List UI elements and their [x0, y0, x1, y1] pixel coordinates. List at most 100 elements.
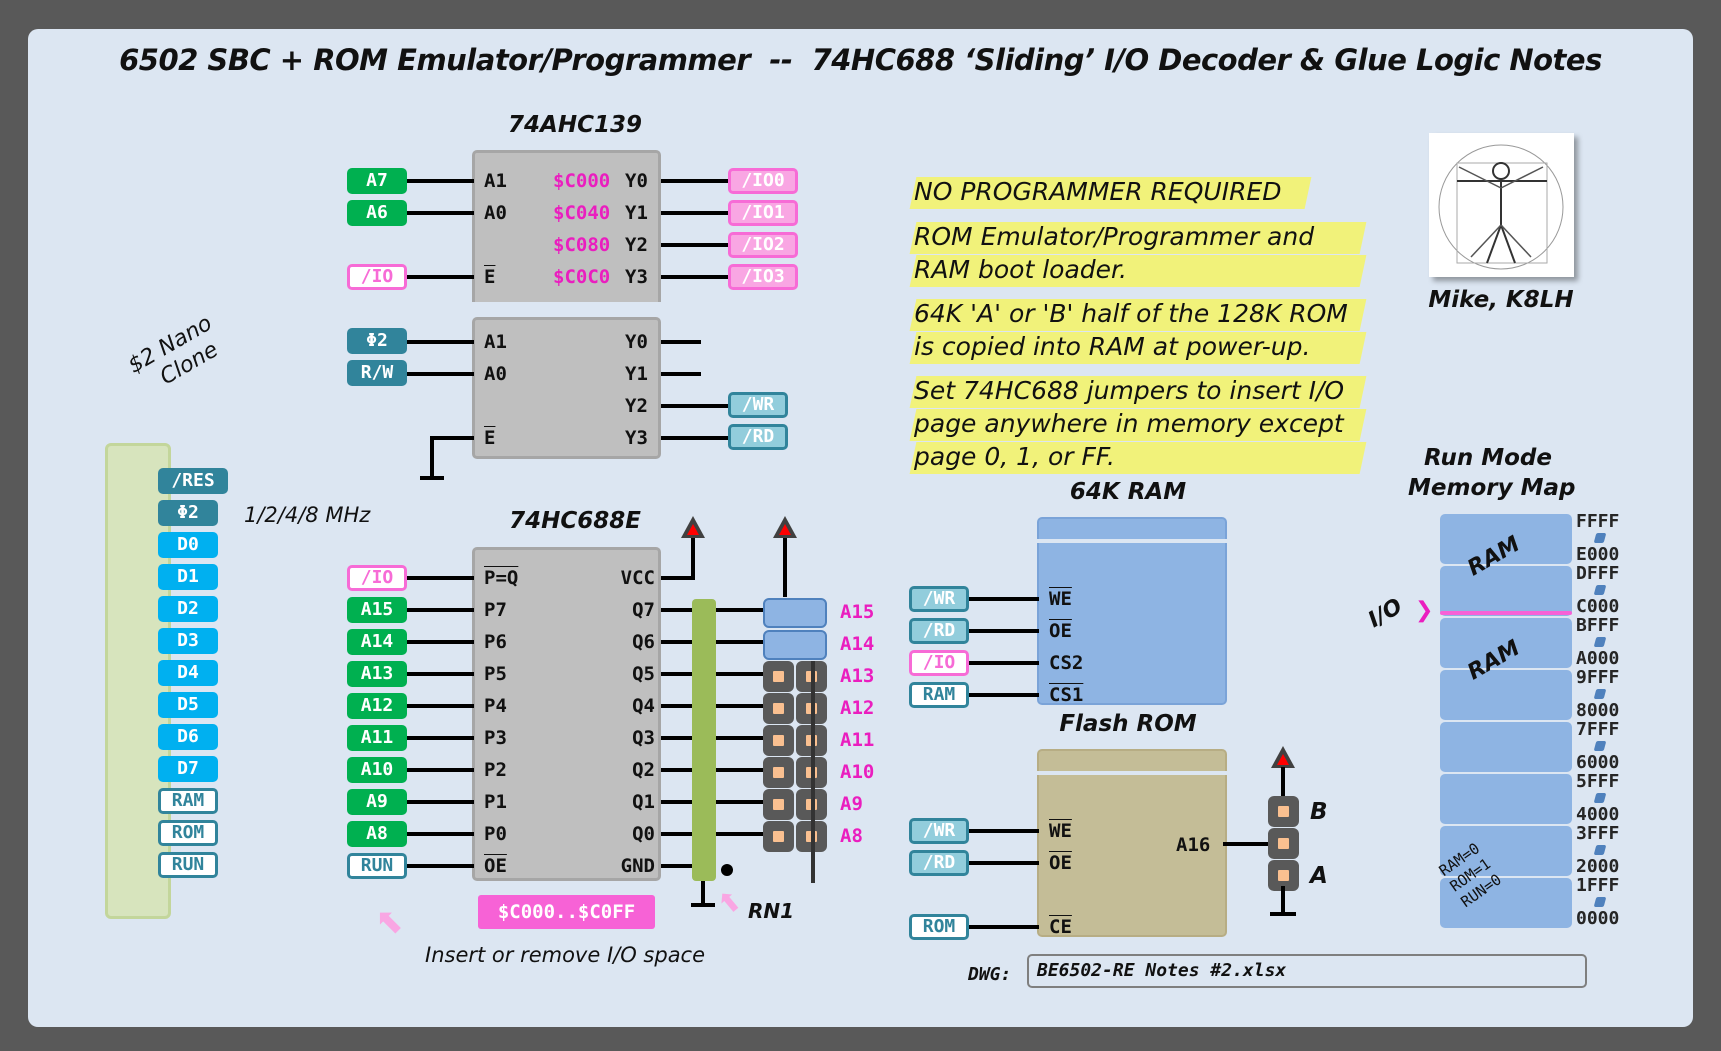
ground-symbol: [1270, 912, 1296, 916]
nano-pin-d4: D4: [158, 660, 218, 686]
pointer-arrow-icon: ⬆: [710, 882, 750, 923]
nano-pin-ram: RAM: [158, 788, 218, 814]
jumper-pin-left-a11[interactable]: [763, 725, 794, 756]
wire: [661, 340, 701, 344]
jumper-address-label-a11: A11: [840, 729, 875, 751]
pin-ce: CE: [1049, 916, 1072, 938]
jumper-pin-a[interactable]: [1268, 860, 1299, 891]
ground-symbol: [420, 476, 444, 480]
jumper-pin-left-a9[interactable]: [763, 789, 794, 820]
pin-a0: A0: [484, 202, 507, 224]
decoder-139-title: 74AHC139: [508, 112, 642, 138]
note-text: page anywhere in memory except: [914, 409, 1344, 438]
jumper-pin-common[interactable]: [1268, 828, 1299, 859]
page-title: 6502 SBC + ROM Emulator/Programmer -- 74…: [119, 43, 1602, 77]
signal-tag-io: /IO: [909, 650, 969, 676]
jumper-shunt-a15[interactable]: [763, 598, 827, 628]
address-high: DFFF: [1576, 563, 1620, 584]
address-high: FFFF: [1576, 511, 1620, 532]
wire: [783, 537, 787, 597]
author-name: Mike, K8LH: [1428, 287, 1574, 313]
address-high: 5FFF: [1576, 771, 1620, 792]
memory-block-e000: [1440, 514, 1572, 564]
nano-pin-d7: D7: [158, 756, 218, 782]
address-high: BFFF: [1576, 615, 1620, 636]
wire: [661, 404, 729, 408]
jumper-pin-contact: [773, 799, 784, 810]
address-low: A000: [1576, 648, 1620, 669]
note-text: 64K 'A' or 'B' half of the 128K ROM: [914, 299, 1348, 328]
io-label: I/O: [1364, 593, 1407, 634]
wire: [661, 211, 729, 215]
address-high: 1FFF: [1576, 875, 1620, 896]
jumper-address-label-a9: A9: [840, 793, 863, 815]
pin-a1: A1: [484, 170, 507, 192]
memory-block-8000: [1440, 670, 1572, 720]
pin-y2: Y2: [625, 395, 648, 417]
jumper-pin-contact: [773, 831, 784, 842]
address-low: 8000: [1576, 700, 1620, 721]
memory-map-title-line1: Run Mode: [1424, 445, 1552, 471]
vcc-arrow-icon: [681, 516, 705, 538]
jumper-pin-left-a13[interactable]: [763, 661, 794, 692]
rn1-label: RN1: [748, 899, 795, 923]
wire: [661, 243, 729, 247]
signal-tag-rd: /RD: [728, 424, 788, 450]
address-low: C000: [1576, 596, 1620, 617]
pin-a0: A0: [484, 363, 507, 385]
nano-label: $2 Nano Clone: [124, 311, 230, 402]
signal-tag-wr: /WR: [909, 586, 969, 612]
signal-tag-rd: /RD: [909, 850, 969, 876]
pin1-dot: [721, 864, 733, 876]
jumper-pin-left-a10[interactable]: [763, 757, 794, 788]
signal-tag-a8: A8: [347, 821, 407, 847]
wire: [969, 629, 1039, 633]
signal-tag-a13: A13: [347, 661, 407, 687]
wire: [661, 179, 729, 183]
wire: [407, 832, 474, 836]
pin-q5: Q5: [632, 663, 655, 685]
jumper-pin-b[interactable]: [1268, 796, 1299, 827]
pin-q2: Q2: [632, 759, 655, 781]
jumper-pin-contact: [773, 703, 784, 714]
pin-q6: Q6: [632, 631, 655, 653]
pin-q0: Q0: [632, 823, 655, 845]
memory-map-title: Run Mode Memory Map: [1408, 443, 1576, 503]
wire: [407, 704, 474, 708]
jumper-pin-left-a12[interactable]: [763, 693, 794, 724]
pin-cs2: CS2: [1049, 652, 1084, 674]
dwg-label: DWG:: [968, 964, 1012, 985]
jumper-shunt-a14[interactable]: [763, 630, 827, 660]
pin-p5: P5: [484, 663, 507, 685]
jumper-pin-left-a8[interactable]: [763, 821, 794, 852]
note-text: NO PROGRAMMER REQUIRED: [914, 177, 1282, 206]
io-address-1: $C040: [553, 202, 611, 224]
wire: [969, 597, 1039, 601]
ram-body-top: [1037, 517, 1227, 539]
signal-tag-a12: A12: [347, 693, 407, 719]
wire: [969, 925, 1039, 929]
pin-p7: P7: [484, 599, 507, 621]
pin-q4: Q4: [632, 695, 655, 717]
signal-tag-rom: ROM: [909, 914, 969, 940]
comparator-688-body: [472, 547, 661, 881]
address-low: 2000: [1576, 856, 1620, 877]
nano-pin-d6: D6: [158, 724, 218, 750]
signal-tag-io0: /IO0: [728, 168, 798, 194]
signal-tag-a7: A7: [347, 168, 407, 194]
signal-tag-a6: A6: [347, 200, 407, 226]
pin-a16: A16: [1176, 834, 1211, 856]
pin-y3: Y3: [625, 427, 648, 449]
note-text: Set 74HC688 jumpers to insert I/O: [914, 376, 1345, 405]
jumper-label-a: A: [1310, 863, 1328, 889]
wire: [969, 661, 1039, 665]
pin-we: WE: [1049, 820, 1072, 842]
signal-tag-rd: /RD: [909, 618, 969, 644]
memory-map-title-line2: Memory Map: [1408, 475, 1576, 501]
pin-oe: OE: [484, 855, 507, 877]
dwg-filename-field: BE6502-RE Notes #2.xlsx: [1027, 954, 1587, 988]
jumper-pin-contact: [773, 735, 784, 746]
pin-p4: P4: [484, 695, 507, 717]
wire: [407, 672, 474, 676]
wire: [661, 275, 729, 279]
